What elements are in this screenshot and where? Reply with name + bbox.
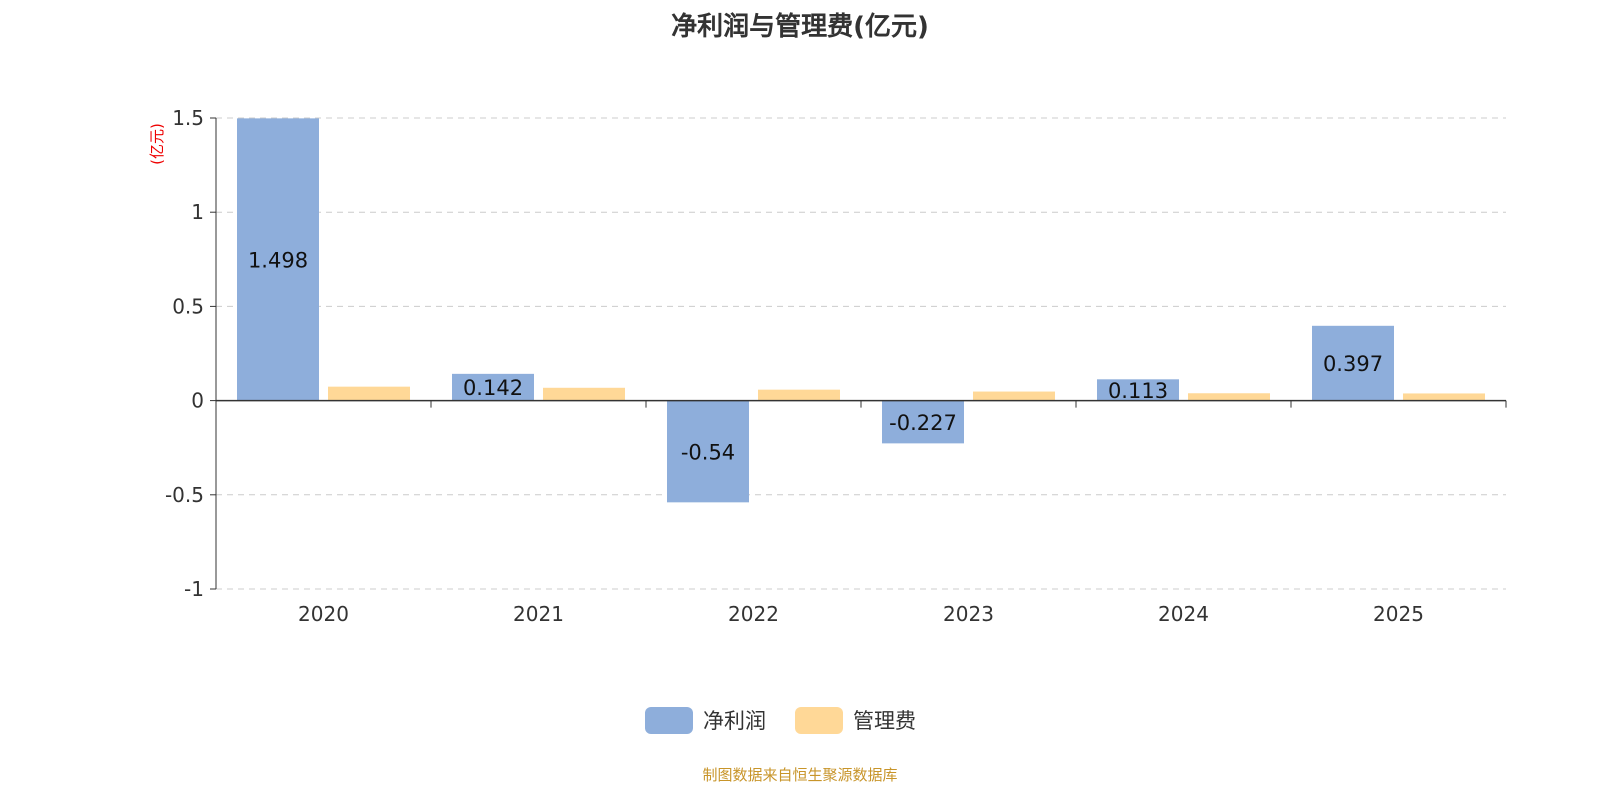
chart-title: 净利润与管理费(亿元) bbox=[671, 12, 929, 42]
bar-admin-expense bbox=[1403, 393, 1485, 401]
y-tick-label: 0.5 bbox=[172, 294, 204, 318]
data-label: -0.54 bbox=[681, 440, 735, 464]
bar-net-profit bbox=[1312, 325, 1394, 401]
data-label: 0.397 bbox=[1323, 352, 1383, 376]
y-tick-label: 1.5 bbox=[172, 106, 204, 130]
legend-swatch-0 bbox=[645, 707, 693, 734]
bar-net-profit bbox=[882, 400, 964, 444]
bar-net-profit bbox=[667, 400, 749, 503]
data-label: -0.227 bbox=[889, 411, 957, 435]
legend-label: 净利润 bbox=[703, 709, 766, 733]
y-tick-label: 0 bbox=[191, 389, 204, 413]
legend-label: 管理费 bbox=[853, 709, 916, 733]
x-tick-label: 2025 bbox=[1373, 602, 1424, 626]
x-tick-label: 2020 bbox=[298, 602, 349, 626]
data-label: 0.113 bbox=[1108, 379, 1168, 403]
y-tick-label: -1 bbox=[184, 577, 204, 601]
bar-net-profit bbox=[452, 373, 534, 401]
y-tick-label: -0.5 bbox=[165, 483, 204, 507]
x-tick-label: 2021 bbox=[513, 602, 564, 626]
bar-admin-expense bbox=[543, 387, 625, 401]
y-tick-label: 1 bbox=[191, 200, 204, 224]
bar-admin-expense bbox=[758, 389, 840, 401]
x-tick-label: 2023 bbox=[943, 602, 994, 626]
x-tick-label: 2022 bbox=[728, 602, 779, 626]
x-tick-label: 2024 bbox=[1158, 602, 1209, 626]
bar-admin-expense bbox=[328, 386, 410, 401]
bar-admin-expense bbox=[1188, 393, 1270, 401]
legend-swatch-1 bbox=[795, 707, 843, 734]
data-label: 1.498 bbox=[248, 248, 308, 272]
data-label: 0.142 bbox=[463, 376, 523, 400]
y-axis-label: (亿元) bbox=[148, 123, 166, 165]
data-source-note: 制图数据来自恒生聚源数据库 bbox=[702, 766, 898, 784]
bar-net-profit bbox=[237, 118, 319, 401]
bar-net-profit bbox=[1097, 379, 1179, 401]
bar-admin-expense bbox=[973, 391, 1055, 401]
